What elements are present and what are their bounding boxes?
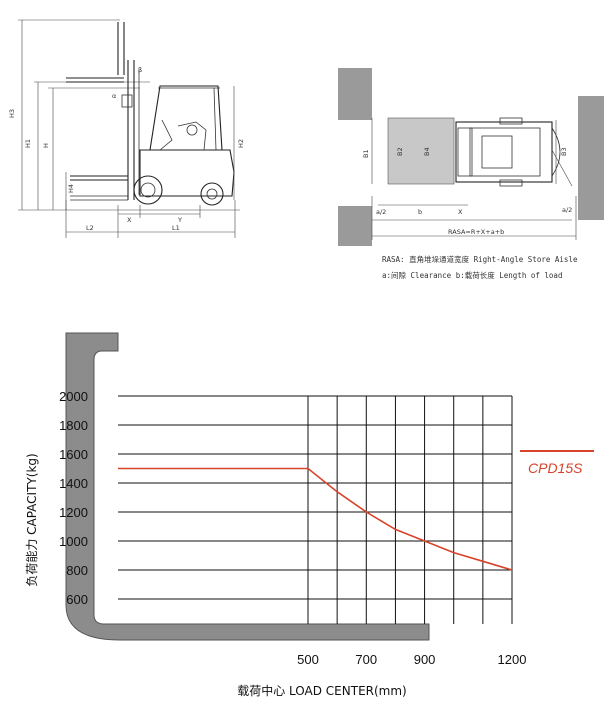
dim-label-h2: H2 (237, 139, 245, 148)
dim-label-h3: H3 (8, 109, 16, 118)
chart-grid (118, 395, 513, 624)
y-tick-1200: 1200 (59, 505, 88, 520)
dim-label-beta: β (138, 66, 142, 74)
forklift-top-view-drawing: B1 B2 B4 B3 a/2 b X a/2 RASA=R+X+a+b RAS… (338, 68, 604, 280)
note-clearance-load: a:间隙 Clearance b:载荷长度 Length of load (382, 270, 562, 280)
y-tick-1400: 1400 (59, 476, 88, 491)
dim-label-a-half-right: a/2 (562, 206, 572, 214)
capacity-curve-cpd15s (118, 467, 513, 571)
dim-label-alpha: α (112, 92, 116, 100)
dim-label-l2: L2 (86, 224, 94, 232)
dim-label-h4: H4 (67, 184, 75, 193)
forklift-side-view-drawing: H3 H1 H H2 H4 β α X Y L2 L1 (8, 19, 245, 238)
x-tick-700: 700 (355, 652, 377, 667)
x-tick-1200: 1200 (498, 652, 527, 667)
y-tick-600: 600 (66, 592, 88, 607)
dim-label-h: H (42, 143, 50, 148)
capacity-chart: 2000 1800 1600 1400 1200 1000 800 600 500 700 900… (25, 332, 594, 698)
y-tick-1800: 1800 (59, 418, 88, 433)
dim-label-y: Y (177, 216, 182, 224)
y-tick-1000: 1000 (59, 534, 88, 549)
x-axis-label: 载荷中心 LOAD CENTER(mm) (237, 683, 407, 698)
y-tick-2000: 2000 (59, 389, 88, 404)
dim-label-b2: B2 (396, 147, 404, 156)
dim-label-h1: H1 (24, 139, 32, 148)
dim-label-x-top: X (458, 208, 463, 216)
y-tick-labels: 2000 1800 1600 1400 1200 1000 800 600 (59, 389, 88, 607)
y-tick-1600: 1600 (59, 447, 88, 462)
chart-curves (118, 467, 513, 571)
x-tick-labels: 500 700 900 1200 (297, 652, 526, 667)
dim-label-b3: B3 (560, 147, 568, 156)
y-axis-label: 负荷能力 CAPACITY(kg) (25, 453, 39, 586)
dim-label-x: X (127, 216, 132, 224)
dim-label-l1: L1 (172, 224, 180, 232)
legend-label-cpd15s: CPD15S (528, 460, 583, 476)
dim-label-b1: B1 (362, 149, 370, 158)
x-tick-500: 500 (297, 652, 319, 667)
dim-label-b4: B4 (423, 147, 431, 156)
dim-label-a-half-left: a/2 (376, 208, 386, 216)
y-tick-800: 800 (66, 563, 88, 578)
fork-frame-shape (65, 332, 430, 641)
x-tick-900: 900 (414, 652, 436, 667)
dim-label-rasa: RASA=R+X+a+b (448, 228, 504, 236)
note-rasa: RASA: 直角堆垛通道宽度 Right-Angle Store Aisle (382, 254, 578, 264)
dim-label-b: b (418, 208, 422, 216)
